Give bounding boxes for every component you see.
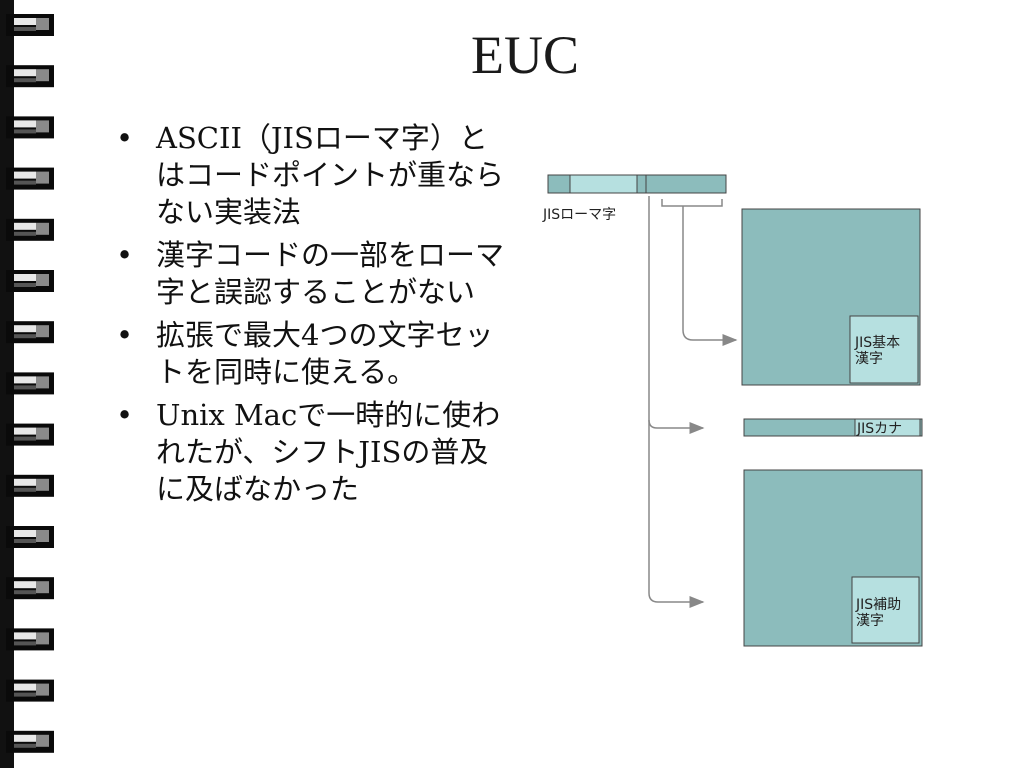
bullet-text: 漢字コードの一部をローマ字と誤認することがない [156, 238, 505, 309]
binding-ring [6, 321, 54, 344]
binding-ring [6, 218, 54, 241]
binding-ring [6, 270, 54, 292]
bullet-text: ASCII（JISローマ字）とはコードポイントが重ならない実装法 [156, 121, 505, 229]
bullet-dot-icon: • [116, 318, 134, 352]
bullet-item: • Unix Macで一時的に使われたが、シフトJISの普及に及ばなかった [116, 397, 516, 508]
bullet-dot-icon: • [116, 121, 134, 155]
kana-bar: JISカナ [743, 418, 923, 437]
bullet-dot-icon: • [116, 398, 134, 432]
kihon-label-line2: 漢字 [855, 351, 883, 367]
kana-label: JISカナ [856, 421, 902, 437]
bullet-list: • ASCII（JISローマ字）とはコードポイントが重ならない実装法 • 漢字コ… [116, 120, 516, 514]
spiral-binding-icon [0, 0, 54, 768]
binding-ring [6, 628, 54, 651]
arrow-to-kana [648, 196, 705, 434]
binding-ring [6, 167, 54, 190]
binding-ring [6, 730, 54, 753]
binding-ring [6, 526, 54, 548]
hojo-kanji-subbox [851, 576, 920, 644]
kihon-label-line1: JIS基本 [854, 334, 900, 351]
binding-ring [6, 474, 54, 497]
binding-ring [6, 679, 54, 702]
binding-ring [6, 65, 54, 88]
binding-ring [6, 423, 54, 446]
romaji-label: JISローマ字 [542, 207, 616, 223]
binding-ring [6, 577, 54, 600]
hojo-label-line2: 漢字 [856, 613, 884, 629]
hojo-label-line1: JIS補助 [855, 597, 901, 613]
bullet-item: • 拡張で最大4つの文字セットを同時に使える。 [116, 317, 516, 391]
kihon-kanji-block: JIS基本 漢字 [741, 208, 921, 386]
binding-ring [6, 372, 54, 395]
bullet-text: 拡張で最大4つの文字セットを同時に使える。 [156, 318, 494, 389]
binding-ring [6, 14, 54, 36]
arrow-to-hojo [648, 420, 705, 608]
kana-subbox [854, 418, 921, 437]
slide-title: EUC [471, 25, 579, 85]
bullet-item: • ASCII（JISローマ字）とはコードポイントが重ならない実装法 [116, 120, 516, 231]
range-bracket [661, 199, 723, 207]
kihon-kanji-subbox [849, 315, 919, 384]
hojo-kanji-block: JIS補助 漢字 [743, 469, 923, 647]
byte-bar-frame [547, 174, 727, 194]
bullet-dot-icon: • [116, 238, 134, 272]
bullet-text: Unix Macで一時的に使われたが、シフトJISの普及に及ばなかった [156, 398, 501, 506]
binding-ring [6, 116, 54, 139]
byte-code-bar [547, 174, 727, 194]
arrow-to-kihon [682, 206, 738, 346]
bullet-item: • 漢字コードの一部をローマ字と誤認することがない [116, 237, 516, 311]
byte-bar-romaji-segment [569, 174, 638, 194]
